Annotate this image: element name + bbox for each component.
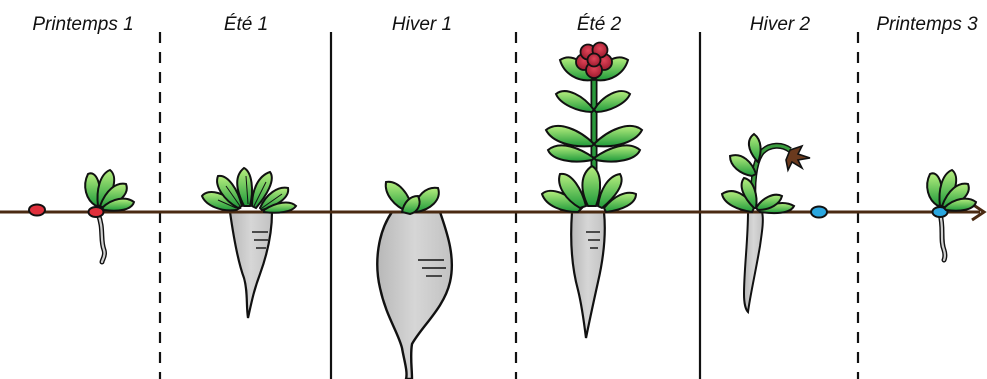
dry-flower-icon	[722, 134, 810, 213]
season-label-ete-2: Été 2	[577, 14, 622, 35]
seed-icon	[29, 205, 45, 216]
season-label-printemps-1: Printemps 1	[32, 14, 133, 35]
rosette-icon	[202, 168, 296, 213]
seedling-icon	[85, 170, 134, 211]
taproot-icon	[230, 212, 272, 318]
taproot-icon	[571, 212, 605, 338]
season-label-ete-1: Été 1	[224, 14, 268, 35]
season-label-hiver-2: Hiver 2	[750, 14, 811, 35]
winter-bud-icon	[386, 182, 439, 214]
taproot-icon	[377, 212, 452, 379]
seed-icon	[811, 207, 827, 218]
season-label-hiver-1: Hiver 1	[392, 14, 452, 35]
seedling-icon	[927, 170, 976, 211]
season-label-printemps-3: Printemps 3	[876, 14, 978, 35]
flowering-plant-icon	[542, 43, 642, 213]
dry-root-icon	[744, 212, 763, 312]
